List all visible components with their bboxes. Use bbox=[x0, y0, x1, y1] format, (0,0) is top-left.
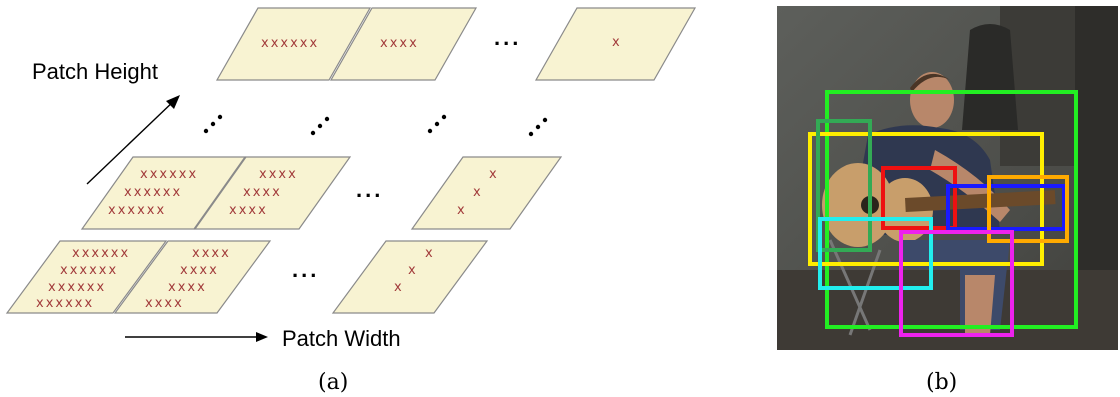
patch-marks: xxxxxx bbox=[108, 203, 166, 218]
patch-height-arrow bbox=[86, 95, 180, 185]
patch-marks: x bbox=[394, 280, 404, 295]
bbox-red bbox=[881, 166, 957, 230]
bbox-magenta bbox=[899, 230, 1014, 337]
ellipsis: ... bbox=[356, 177, 383, 202]
patch-marks: xxxx bbox=[168, 280, 207, 295]
patch-marks: xxxxxx bbox=[36, 296, 94, 311]
patch-marks: xxxx bbox=[192, 246, 231, 261]
patch bbox=[215, 7, 372, 81]
ellipsis-diagonal bbox=[528, 117, 548, 137]
patch-marks: xxxxxx bbox=[72, 246, 130, 261]
bbox-yellow bbox=[808, 132, 1044, 266]
patch-height-label: Patch Height bbox=[32, 59, 158, 84]
patch-row-middle: xxxxxx xxxxxx xxxxxx xxxx xxxx xxxx ... … bbox=[80, 156, 563, 230]
patch-marks: xxxx bbox=[259, 167, 298, 182]
patch-marks: xxxx bbox=[380, 36, 419, 51]
patch bbox=[331, 240, 489, 314]
patch-marks: x bbox=[425, 246, 435, 261]
patch-marks: x bbox=[457, 203, 467, 218]
photo bbox=[777, 6, 1118, 350]
bbox-orange bbox=[987, 175, 1069, 243]
patch-marks: xxxx bbox=[180, 263, 219, 278]
patch-marks: x bbox=[612, 35, 622, 50]
patch bbox=[534, 7, 697, 81]
bbox-dark-green bbox=[816, 119, 872, 252]
diagonal-ellipses bbox=[203, 114, 548, 137]
ellipsis: ... bbox=[494, 25, 521, 50]
patch-marks: xxxxxx bbox=[261, 36, 319, 51]
caption-b: (b) bbox=[926, 370, 957, 395]
patch-marks: xxxx bbox=[243, 185, 282, 200]
patch-row-bottom: xxxxxx xxxxxx xxxxxx xxxxxx xxxx xxxx xx… bbox=[5, 240, 489, 314]
ellipsis-diagonal bbox=[310, 116, 330, 136]
patch-marks: xxxxxx bbox=[124, 185, 182, 200]
patch bbox=[5, 240, 168, 314]
patch bbox=[113, 240, 272, 314]
patch-marks: xxxx bbox=[229, 203, 268, 218]
patch-width-label: Patch Width bbox=[282, 326, 401, 351]
caption-a: (a) bbox=[318, 370, 348, 395]
bbox-green bbox=[825, 90, 1078, 329]
patch bbox=[329, 7, 478, 81]
patch-marks: xxxx bbox=[145, 296, 184, 311]
ellipsis: ... bbox=[292, 257, 319, 282]
ellipsis-diagonal bbox=[203, 114, 223, 134]
patch bbox=[410, 156, 563, 230]
bbox-cyan bbox=[818, 217, 933, 290]
patch bbox=[193, 156, 352, 230]
patch-marks: x bbox=[408, 263, 418, 278]
patch-row-top: xxxxxx xxxx ... x bbox=[215, 7, 697, 81]
patch-marks: xxxxxx bbox=[60, 263, 118, 278]
patch-width-arrow bbox=[125, 332, 268, 342]
bounding-boxes bbox=[808, 90, 1078, 337]
patch-marks: x bbox=[473, 185, 483, 200]
panel-b: (b) bbox=[777, 6, 1118, 395]
panel-a: xxxxxx xxxx ... x xxxxxx xxxxxx xxxxxx x… bbox=[5, 7, 697, 395]
patch-marks: x bbox=[489, 167, 499, 182]
ellipsis-diagonal bbox=[427, 114, 447, 134]
patch-marks: xxxxxx bbox=[140, 167, 198, 182]
bbox-blue bbox=[946, 184, 1066, 231]
patch-marks: xxxxxx bbox=[48, 280, 106, 295]
patch bbox=[80, 156, 247, 230]
